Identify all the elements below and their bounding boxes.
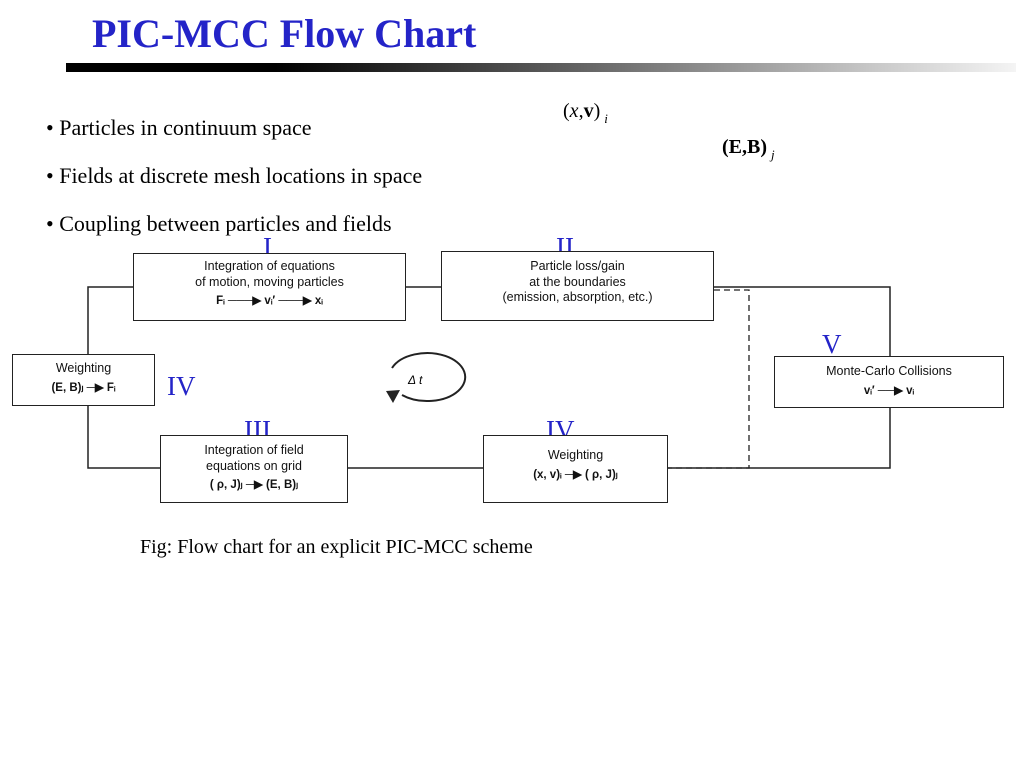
connector-line [668, 408, 891, 469]
connector-line [714, 286, 891, 356]
cycle-arrowhead-icon [386, 390, 400, 403]
bullet-list: Particles in continuum space Fields at d… [46, 104, 422, 248]
box-particle-loss-gain: Particle loss/gain at the boundaries (em… [441, 251, 714, 321]
page-title: PIC-MCC Flow Chart [92, 11, 477, 56]
motion-formula: Fᵢ ───▶ vᵢ′ ───▶ xᵢ [216, 295, 323, 307]
bullet-fields: Fields at discrete mesh locations in spa… [46, 152, 422, 200]
label-V: V [822, 329, 842, 359]
box-monte-carlo: Monte-Carlo Collisions vᵢ′ ──▶ vᵢ [774, 356, 1004, 408]
connector-line [87, 286, 133, 354]
particle-state-formula: (x,v)i [563, 100, 608, 126]
label-I: I [263, 232, 272, 262]
field-state-formula: (E,B)j [722, 136, 775, 162]
connector-line [87, 406, 160, 469]
box-weighting-charge: Weighting (x, v)ᵢ ─▶ ( ρ, J)ⱼ [483, 435, 668, 503]
timestep-label: Δ t [408, 373, 423, 387]
monte-carlo-formula: vᵢ′ ──▶ vᵢ [863, 384, 915, 397]
figure-caption: Fig: Flow chart for an explicit PIC-MCC … [140, 536, 533, 558]
label-IV-left: IV [167, 371, 196, 401]
weighting-fields-formula: (E, B)ⱼ ─▶ Fᵢ [51, 381, 116, 394]
title-underline [66, 63, 1016, 72]
dashed-bypass-line [668, 289, 750, 469]
box-integration-motion: Integration of equations of motion, movi… [133, 253, 406, 321]
field-formula: ( ρ, J)ⱼ ─▶ (E, B)ⱼ [209, 479, 299, 491]
box-integration-field: Integration of field equations on grid (… [160, 435, 348, 503]
weighting-charge-formula: (x, v)ᵢ ─▶ ( ρ, J)ⱼ [533, 468, 618, 481]
cycle-arrow-icon [391, 352, 467, 402]
bullet-coupling: Coupling between particles and fields [46, 200, 422, 248]
box-weighting-fields: Weighting (E, B)ⱼ ─▶ Fᵢ [12, 354, 155, 406]
bullet-particles: Particles in continuum space [46, 104, 422, 152]
